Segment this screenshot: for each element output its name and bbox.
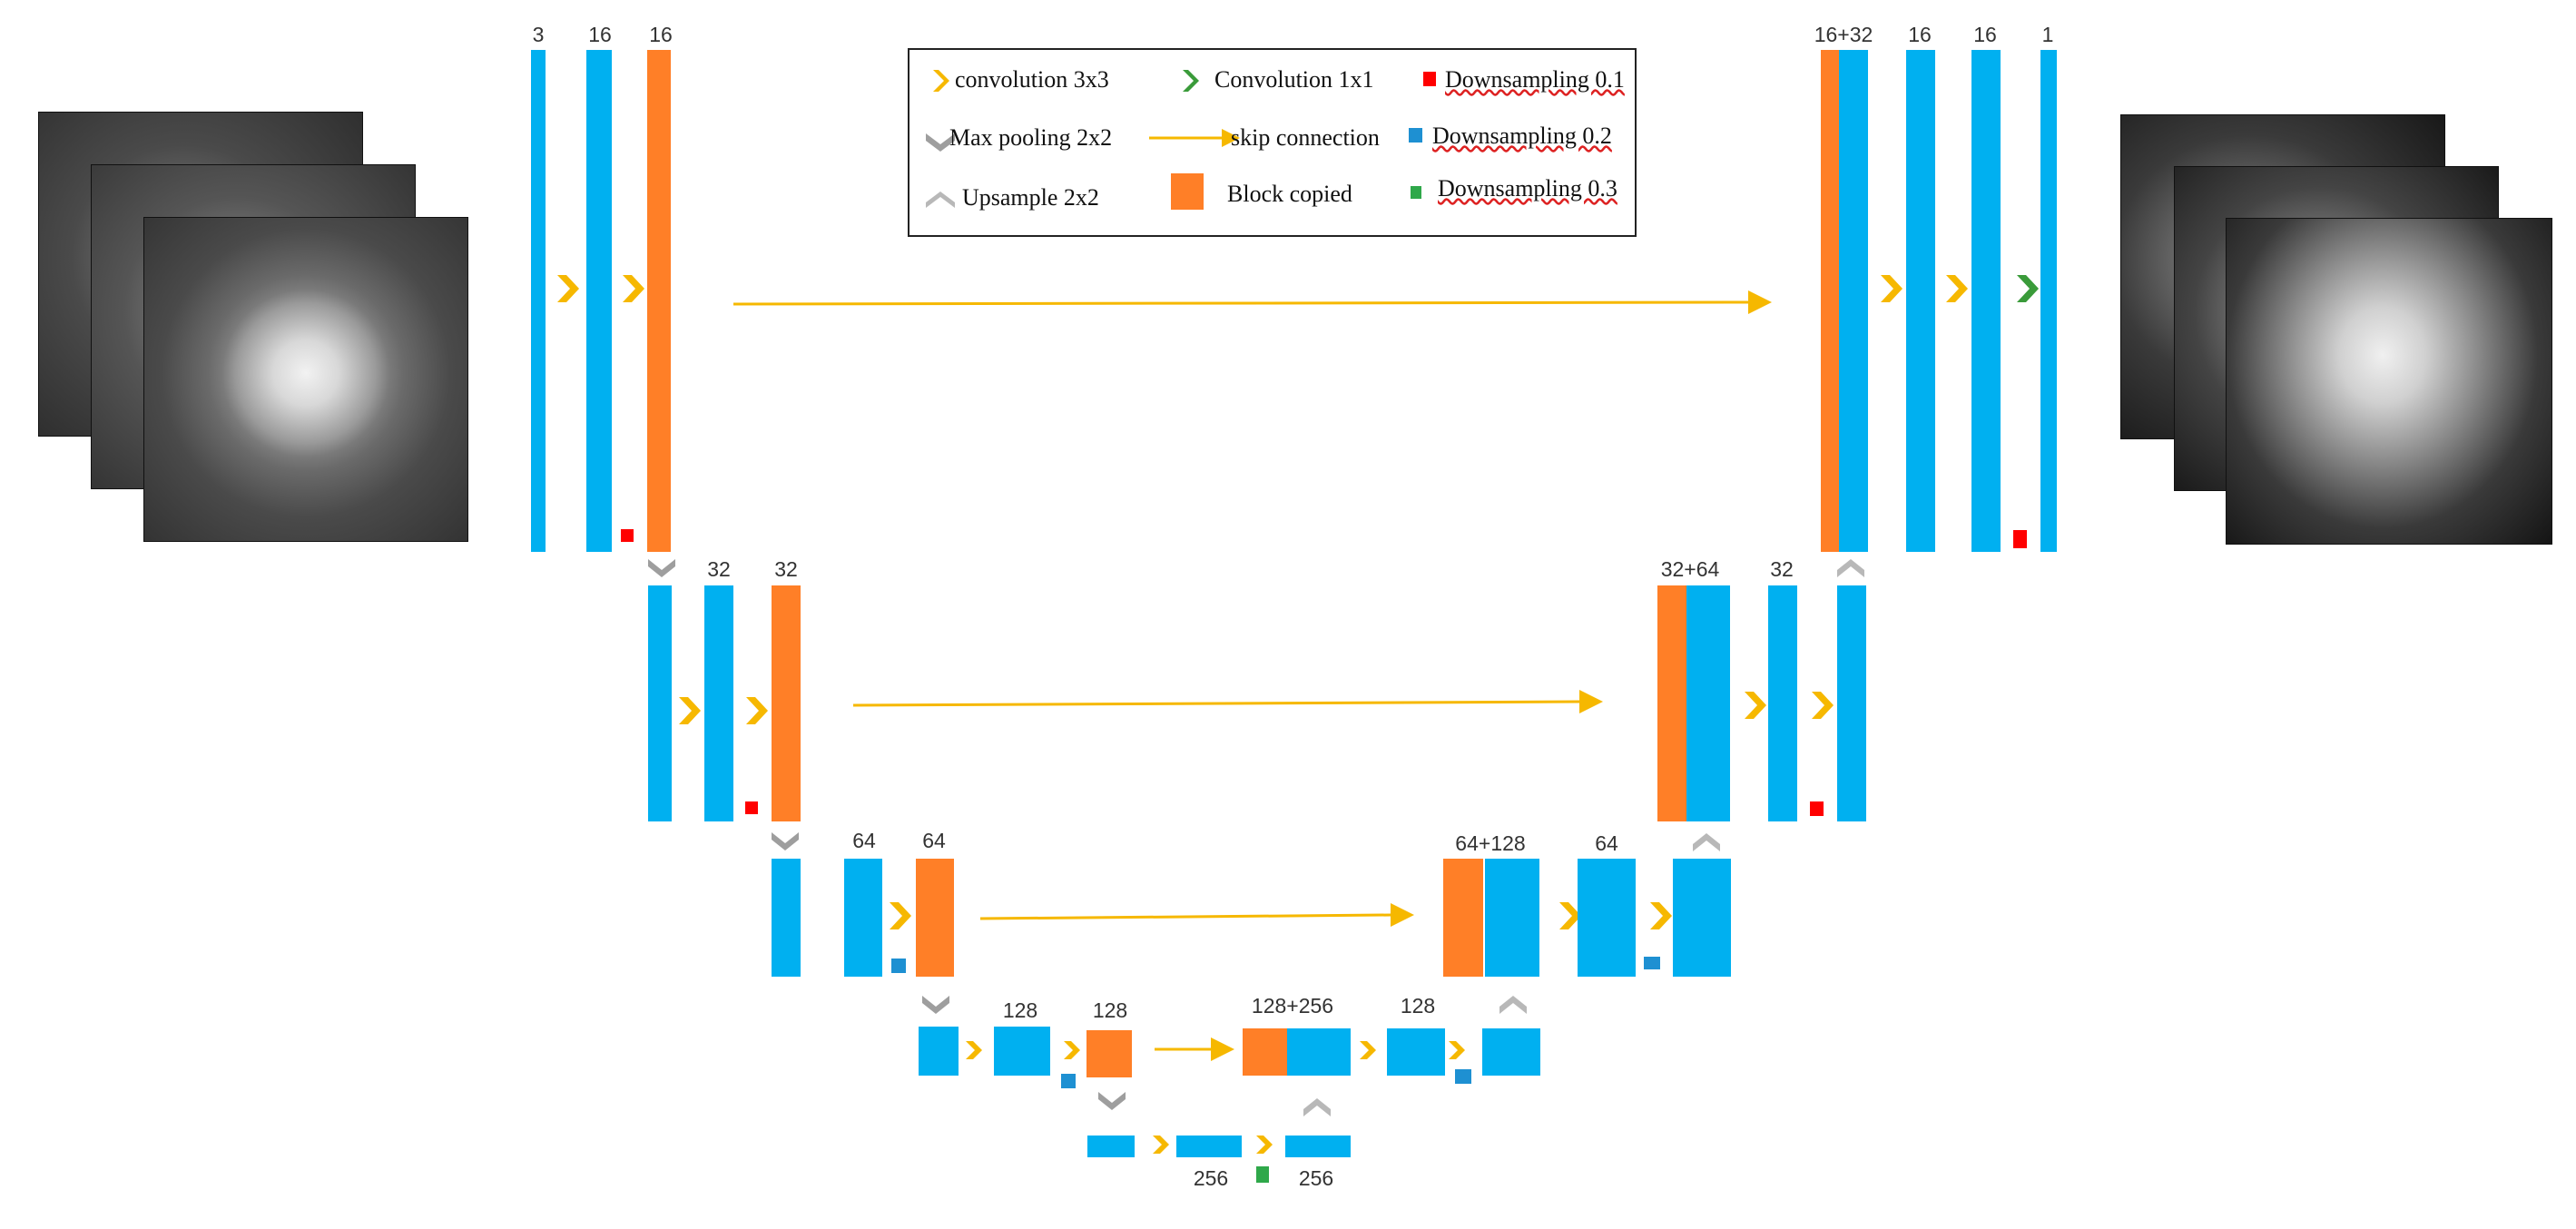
skip-arrow-icon xyxy=(732,290,1772,1061)
label-enc2-a: 32 xyxy=(707,557,731,581)
feature-block-dec3-cat xyxy=(1485,859,1539,977)
label-dec1-b: 16 xyxy=(1973,23,1997,46)
downsampling-0.1-marker xyxy=(745,801,758,814)
copied-block-enc2-b xyxy=(772,585,801,821)
copied-block-enc4-b xyxy=(1086,1030,1132,1077)
feature-block-enc2-in xyxy=(648,585,672,821)
conv3x3-arrow-icon xyxy=(557,275,1968,1154)
feature-block-dec1-cat xyxy=(1839,50,1868,552)
label-dec3-cat: 64+128 xyxy=(1455,831,1526,855)
maxpool-chevron-icon xyxy=(926,133,955,152)
label-bottleneck-b: 256 xyxy=(1298,1166,1334,1190)
label-enc3-b: 64 xyxy=(922,829,946,852)
label-dec4-cat: 128+256 xyxy=(1251,994,1334,1018)
feature-block-bottleneck-a xyxy=(1176,1136,1242,1157)
block-copied-swatch xyxy=(1171,173,1204,210)
downsampling-0.3-marker xyxy=(1256,1166,1269,1183)
label-dec1-a: 16 xyxy=(1908,23,1932,46)
input-image-layer-3 xyxy=(143,217,468,542)
label-enc3-a: 64 xyxy=(852,829,876,852)
feature-block-dec1-a xyxy=(1906,50,1935,552)
label-enc4-a: 128 xyxy=(1002,998,1038,1022)
downsampling-0.1-marker xyxy=(2013,530,2027,548)
downsampling-0.2-marker xyxy=(1061,1074,1076,1088)
copied-block-enc1-b xyxy=(647,50,671,552)
maxpool-chevron-icon xyxy=(648,559,1126,1110)
label-enc4-b: 128 xyxy=(1092,998,1128,1022)
downsampling-0.2-marker xyxy=(891,959,906,973)
feature-block-dec1-out xyxy=(2040,50,2057,552)
feature-block-dec1-b xyxy=(1971,50,2001,552)
feature-block-enc3-a xyxy=(844,859,882,977)
label-dec1-out: 1 xyxy=(2041,23,2054,46)
conv1x1-arrow-icon xyxy=(1183,70,1199,92)
copied-block-dec1 xyxy=(1821,50,1839,552)
legend-upsample: Upsample 2x2 xyxy=(962,184,1099,211)
feature-block-bottleneck-in xyxy=(1087,1136,1135,1157)
feature-block-dec3-b xyxy=(1673,859,1731,977)
label-dec2-a: 32 xyxy=(1770,557,1794,581)
legend-copied: Block copied xyxy=(1227,181,1352,207)
legend-ds03: Downsampling 0.3 xyxy=(1438,175,1617,202)
feature-block-dec3-a xyxy=(1578,859,1636,977)
legend-ds01: Downsampling 0.1 xyxy=(1445,66,1625,93)
label-dec1-cat: 16+32 xyxy=(1814,23,1873,46)
legend-box: convolution 3x3 Convolution 1x1 Downsamp… xyxy=(908,48,1637,237)
copied-block-dec3 xyxy=(1443,859,1483,977)
feature-block-dec4-b xyxy=(1482,1028,1540,1076)
upsample-chevron-icon xyxy=(1303,559,1864,1116)
feature-block-dec2-b xyxy=(1837,585,1866,821)
downsampling-0.2-marker xyxy=(1644,957,1660,969)
legend-ds02: Downsampling 0.2 xyxy=(1432,123,1612,149)
downsampling-0.3-swatch xyxy=(1411,186,1421,199)
feature-block-dec4-cat xyxy=(1287,1028,1351,1076)
output-image-layer-3 xyxy=(2226,218,2552,545)
label-enc1-a: 16 xyxy=(588,23,612,46)
label-bottleneck-a: 256 xyxy=(1193,1166,1229,1190)
feature-block-enc4-a xyxy=(994,1027,1050,1076)
label-dec2-cat: 32+64 xyxy=(1660,557,1720,581)
label-enc2-b: 32 xyxy=(774,557,798,581)
copied-block-enc3-b xyxy=(916,859,954,977)
label-dec3-a: 64 xyxy=(1595,831,1618,855)
skip-arrow-icon xyxy=(1149,129,1240,147)
downsampling-0.2-swatch xyxy=(1409,128,1422,143)
feature-block-enc2-a xyxy=(704,585,733,821)
feature-block-dec2-a xyxy=(1768,585,1797,821)
feature-block-enc1-in xyxy=(531,50,546,552)
legend-conv3x3: convolution 3x3 xyxy=(955,66,1109,93)
label-enc1-in: 3 xyxy=(532,23,545,46)
feature-block-enc1-a xyxy=(586,50,612,552)
feature-block-enc4-in xyxy=(919,1027,959,1076)
copied-block-dec2 xyxy=(1657,585,1686,821)
feature-block-dec2-cat xyxy=(1686,585,1730,821)
downsampling-0.1-marker xyxy=(1810,801,1824,816)
conv1x1-arrow-icon xyxy=(2017,275,2039,302)
feature-block-enc3-in xyxy=(772,859,801,977)
downsampling-0.2-marker xyxy=(1455,1069,1471,1084)
copied-block-dec4 xyxy=(1243,1028,1287,1076)
downsampling-0.1-swatch xyxy=(1423,72,1436,86)
label-dec4-a: 128 xyxy=(1400,994,1436,1018)
feature-block-bottleneck-b xyxy=(1285,1136,1351,1157)
legend-skip: skip connection xyxy=(1231,124,1380,151)
upsample-chevron-icon xyxy=(926,192,955,208)
label-enc1-b: 16 xyxy=(649,23,673,46)
feature-block-dec4-a xyxy=(1387,1028,1445,1076)
legend-conv1x1: Convolution 1x1 xyxy=(1214,66,1374,93)
downsampling-0.1-marker xyxy=(621,529,634,542)
conv3x3-arrow-icon xyxy=(933,70,949,92)
legend-maxpool: Max pooling 2x2 xyxy=(949,124,1113,151)
